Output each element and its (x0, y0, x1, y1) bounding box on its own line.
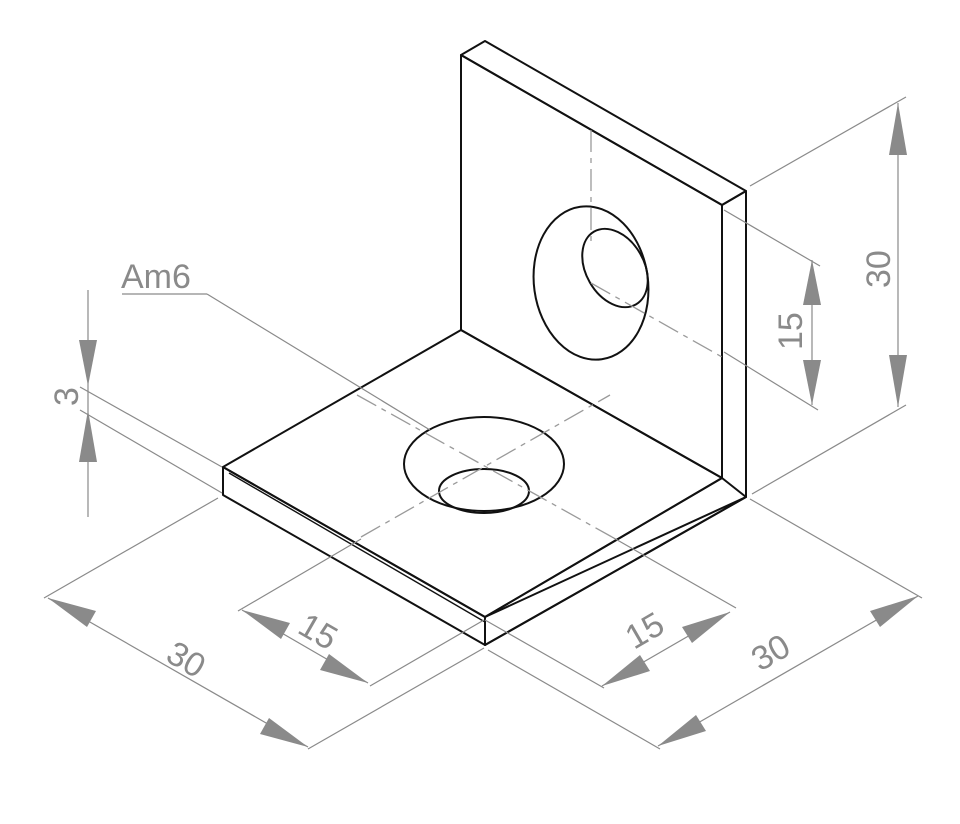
hole-callout-label: Am6 (121, 258, 191, 296)
side-hole-offset-dimension-text: 15 (619, 605, 671, 657)
width-arrow-right (870, 596, 918, 627)
upright-hole-centerline-horizontal (590, 282, 723, 358)
thickness-arrow-bottom (79, 410, 97, 462)
hole-callout: Am6 (121, 258, 431, 431)
base-hole-centerline-a (360, 394, 611, 538)
base-hole-offset-dimension-text: 15 (292, 606, 344, 658)
upright-height-dimension-text: 30 (860, 250, 898, 288)
upright-height-arrow-top (889, 103, 907, 155)
side-hole-offset-extension-left (484, 619, 605, 689)
bracket-part (222, 40, 747, 646)
upright-hole-height-extension-top (723, 209, 821, 267)
center-lines (356, 130, 723, 538)
base-depth-arrow-left (48, 598, 96, 627)
base-depth-arrow-right (260, 718, 308, 747)
base-edge-highlight (228, 472, 486, 623)
base-hole-offset-arrow-right (320, 654, 368, 683)
width-extension-left (487, 649, 661, 750)
width-dimension-text: 30 (745, 627, 797, 679)
upright-hole-height-dimension-text: 15 (772, 312, 810, 350)
thickness-extension-top (79, 386, 223, 468)
thickness-dimension-text: 3 (48, 387, 86, 406)
base-countersink-outer (403, 416, 565, 512)
upright-side-edge (721, 190, 747, 498)
base-hole-offset-dimension: 15 (237, 538, 485, 687)
upright-hole-height-dimension: 15 (723, 209, 821, 411)
upright-hole-height-arrow-top (803, 260, 821, 305)
upright-height-extension-top (749, 96, 907, 187)
upright-hole-inner (581, 227, 649, 309)
upright-hole-height-arrow-bottom (803, 360, 821, 405)
side-hole-offset-arrow-left (602, 655, 650, 686)
upright-height-arrow-bottom (889, 355, 907, 407)
base-depth-dimension-line (47, 597, 309, 748)
width-dimension-line (657, 595, 919, 747)
upright-front-face (460, 54, 723, 479)
base-hole-offset-extension-left (237, 538, 362, 612)
base-inner-corner-line (484, 477, 723, 618)
base-depth-extension-right (307, 647, 485, 750)
base-hole-centerline-b (356, 394, 613, 538)
thickness-arrow-top (79, 340, 97, 386)
width-arrow-left (658, 715, 706, 746)
base-depth-dimension-text: 30 (160, 634, 212, 686)
side-hole-offset-arrow-right (682, 612, 730, 643)
thickness-dimension: 3 (48, 290, 223, 517)
base-bottom-right-line (484, 496, 747, 646)
base-hole-offset-arrow-left (242, 610, 290, 639)
width-extension-right (749, 498, 923, 599)
base-hole-inner (438, 468, 530, 514)
upright-height-extension-bottom (751, 404, 907, 495)
base-hole-offset-extension-right (369, 619, 485, 687)
callout-leader (206, 293, 431, 431)
upright-height-dimension: 30 (749, 96, 907, 495)
thickness-extension-bottom (79, 409, 223, 494)
side-hole-offset-extension-right (611, 536, 737, 609)
base-depth-extension-left (43, 497, 219, 599)
upright-top-edge (460, 40, 747, 206)
upright-hole-height-extension-bottom (723, 351, 819, 411)
